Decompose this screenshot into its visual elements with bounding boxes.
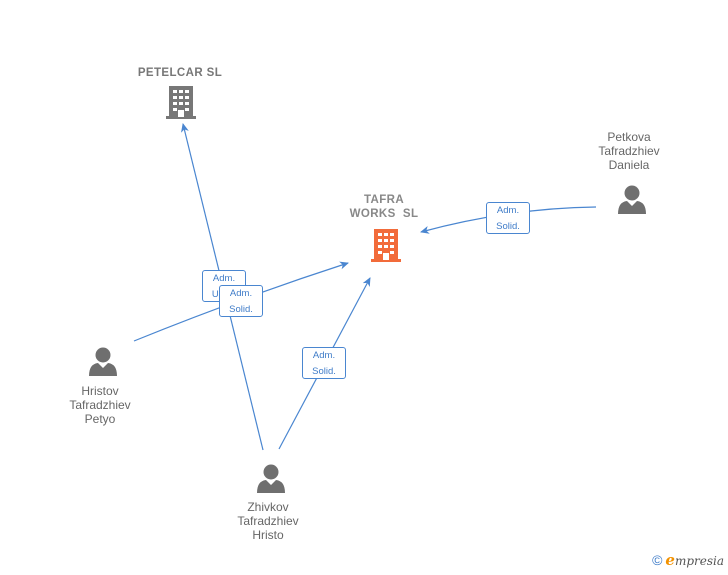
edge-label-hristov-tafra[interactable]: Adm. Solid. (219, 285, 263, 317)
person-name-line1: Zhivkov (247, 500, 289, 514)
person-icon (618, 185, 646, 214)
person-label-zhivkov[interactable]: Zhivkov Tafradzhiev Hristo (218, 500, 318, 542)
company-label-tafra[interactable]: TAFRA WORKS SL (334, 193, 434, 221)
edge-label-zhivkov-tafra[interactable]: Adm. Solid. (302, 347, 346, 379)
edge-label-line1: Adm. (496, 205, 520, 216)
person-icon (89, 347, 117, 376)
person-name-line1: Hristov (81, 384, 119, 398)
person-name-line3: Petyo (84, 412, 116, 426)
person-name-line3: Hristo (252, 528, 284, 542)
person-name-line3: Daniela (608, 158, 650, 172)
person-label-hristov[interactable]: Hristov Tafradzhiev Petyo (50, 384, 150, 426)
company-name-line1: TAFRA (363, 194, 405, 206)
brand-name: mpresia (674, 554, 724, 568)
copyright-icon: © (652, 552, 663, 568)
edge-label-line2: Solid. (229, 304, 253, 315)
building-icon (166, 86, 196, 119)
company-label-petelcar[interactable]: PETELCAR SL (120, 66, 240, 80)
edge-label-line2: Solid. (312, 366, 336, 377)
company-name-line2: WORKS SL (349, 208, 419, 220)
company-name: PETELCAR SL (137, 67, 223, 79)
person-name-line2: Tafradzhiev (237, 514, 299, 528)
person-icon (257, 464, 285, 493)
edge-label-line1: Adm. (212, 273, 236, 284)
person-name-line1: Petkova (607, 130, 651, 144)
edge-label-line1: Adm. (312, 350, 336, 361)
person-name-line2: Tafradzhiev (598, 144, 660, 158)
building-icon (371, 229, 401, 262)
brand-logo-initial: e (665, 551, 675, 569)
person-name-line2: Tafradzhiev (69, 398, 131, 412)
edge-label-line2: Solid. (496, 221, 520, 232)
edge-label-petkova-tafra[interactable]: Adm. Solid. (486, 202, 530, 234)
edge-label-line1: Adm. (229, 288, 253, 299)
person-label-petkova[interactable]: Petkova Tafradzhiev Daniela (579, 130, 679, 172)
footer-brand[interactable]: ©empresia (652, 551, 724, 569)
